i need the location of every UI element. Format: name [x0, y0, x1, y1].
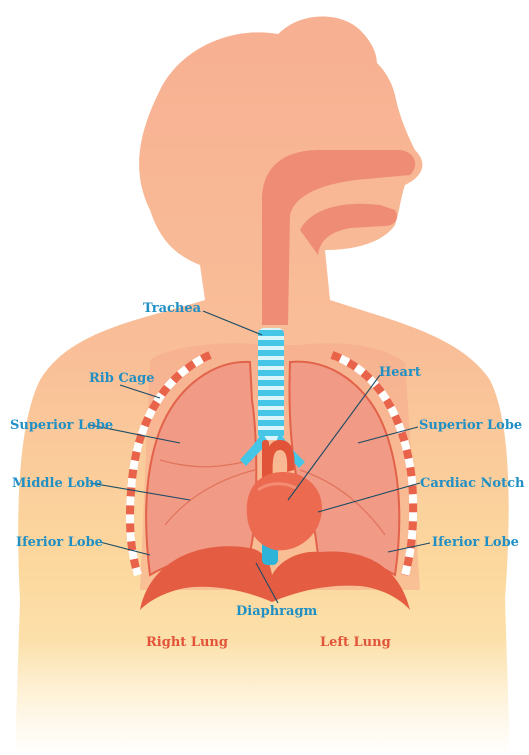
label-superior-lobe-left: Superior Lobe: [419, 419, 522, 432]
vena-cava: [262, 440, 269, 480]
trachea-tube: [258, 328, 284, 440]
label-rib-cage: Rib Cage: [89, 372, 155, 385]
label-right-lung: Right Lung: [146, 636, 228, 649]
label-heart: Heart: [379, 366, 421, 379]
label-inferior-lobe-left: Iferior Lobe: [432, 536, 519, 549]
label-left-lung: Left Lung: [320, 636, 391, 649]
label-inferior-lobe-right: Iferior Lobe: [16, 536, 103, 549]
label-trachea: Trachea: [143, 302, 201, 315]
label-superior-lobe-right: Superior Lobe: [10, 419, 113, 432]
bottom-fade: [0, 640, 529, 755]
label-middle-lobe: Middle Lobe: [12, 477, 102, 490]
label-cardiac-notch: Cardiac Notch: [420, 477, 524, 490]
label-diaphragm: Diaphragm: [236, 605, 317, 618]
